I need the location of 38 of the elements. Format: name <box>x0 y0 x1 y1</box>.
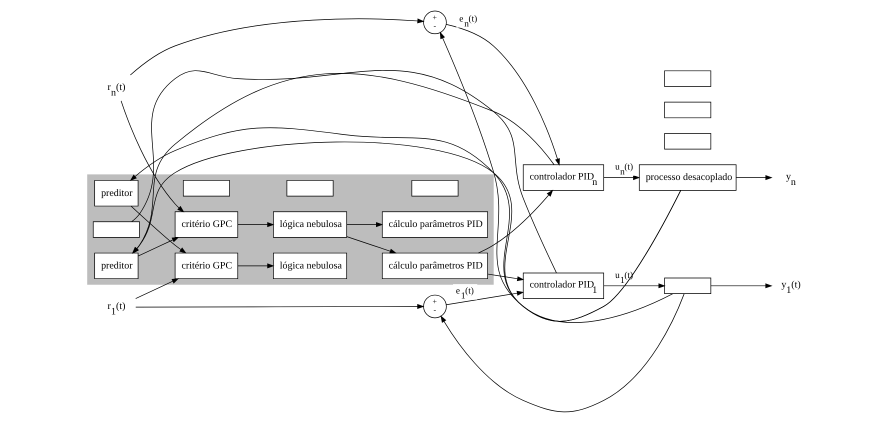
arrow <box>134 304 424 309</box>
arrow <box>120 100 184 212</box>
node-box <box>664 70 711 87</box>
node-box: processo desacoplado <box>638 164 736 191</box>
node-box <box>286 180 334 196</box>
node-circle: + - <box>422 10 446 34</box>
node-box <box>410 180 458 196</box>
arrow <box>130 18 424 76</box>
arrow <box>486 274 524 282</box>
node-box: cálculo parâmetros PID <box>381 211 488 238</box>
arrow <box>440 294 684 412</box>
node-box <box>182 180 230 196</box>
arrow <box>134 278 179 299</box>
node-box <box>664 102 711 118</box>
node-box: cálculo parâmetros PID <box>381 252 488 280</box>
node-box: preditor <box>94 252 138 280</box>
arrow <box>602 175 640 180</box>
node-box <box>92 221 140 238</box>
node-box: critério GPC <box>174 252 238 280</box>
node-circle: + - <box>422 294 446 318</box>
arrow <box>602 283 666 288</box>
arrow <box>710 283 772 288</box>
arrow <box>735 175 772 180</box>
arrow <box>346 236 396 254</box>
node-box <box>664 133 711 150</box>
arrow <box>137 236 179 256</box>
arrow <box>445 24 560 166</box>
arrow <box>236 222 274 228</box>
node-box: critério GPC <box>174 211 238 238</box>
arrow <box>346 222 383 228</box>
arrow <box>236 263 274 268</box>
node-box <box>664 278 711 294</box>
arrow <box>477 190 553 254</box>
arrow <box>439 32 681 322</box>
node-box: preditor <box>94 180 138 206</box>
node-box: lógica nebulosa <box>272 252 347 280</box>
node-box: lógica nebulosa <box>272 211 347 238</box>
arrow <box>445 290 524 306</box>
